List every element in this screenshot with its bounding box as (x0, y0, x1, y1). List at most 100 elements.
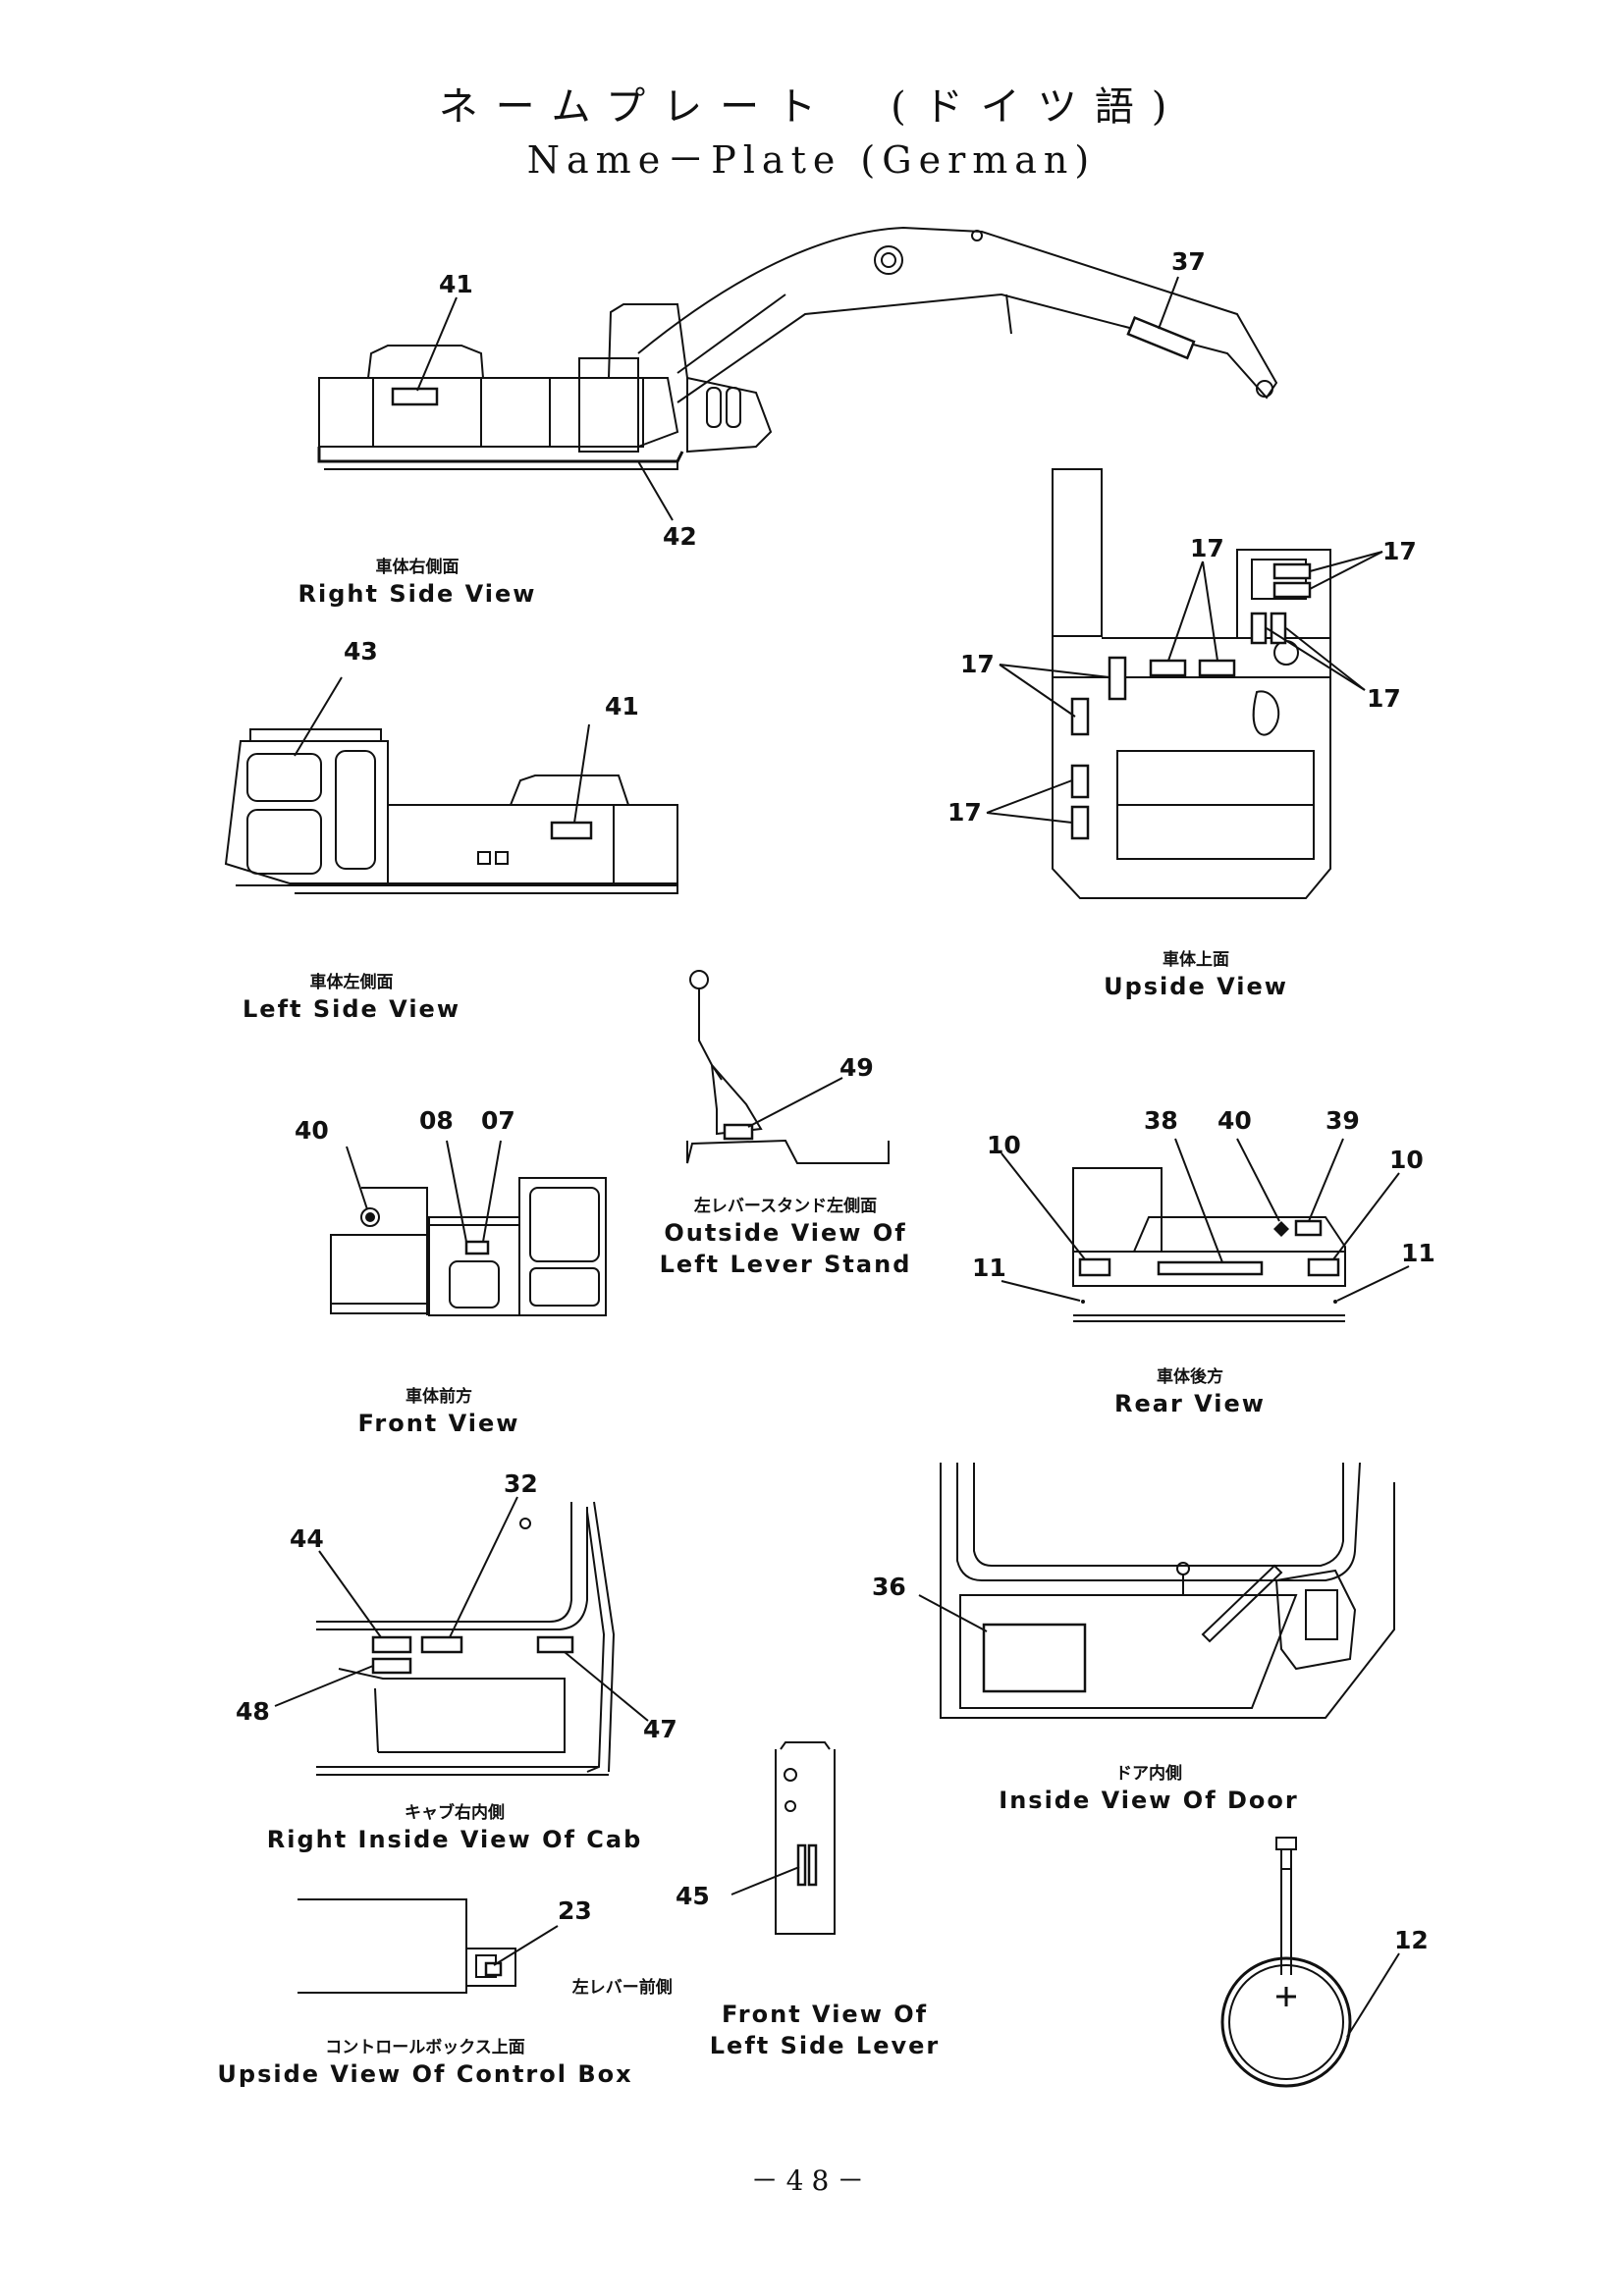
caption-left-lever-stand-en2: Left Lever Stand (659, 1251, 912, 1278)
callout-40-rear: 40 (1217, 1106, 1252, 1135)
callout-10-right: 10 (1389, 1146, 1424, 1174)
plate-17-h (1270, 612, 1287, 645)
callout-47: 47 (643, 1715, 677, 1743)
caption-upside-view: 車体上面 Upside View (1104, 949, 1288, 1002)
callout-41-right-side: 41 (439, 270, 473, 298)
caption-right-side-en: Right Side View (298, 580, 537, 608)
rear-view-drawing: 38 40 39 10 10 11 11 (972, 1106, 1435, 1322)
caption-cab-right-inside-en: Right Inside View Of Cab (266, 1826, 643, 1853)
plate-17-i (1070, 764, 1090, 799)
caption-left-side-en: Left Side View (243, 995, 460, 1023)
title-japanese: ネームプレート (ドイツ語) (438, 84, 1185, 130)
callout-38: 38 (1144, 1106, 1178, 1135)
front-view-drawing: 40 08 07 (295, 1106, 607, 1316)
plate-17-d (1198, 659, 1236, 677)
callout-08: 08 (419, 1106, 454, 1135)
plate-47 (536, 1635, 574, 1654)
left-side-lever-drawing: 45 (676, 1741, 836, 1935)
caption-door-inside-jp: ドア内側 (1115, 1764, 1182, 1784)
plate-45-b (807, 1843, 818, 1887)
cab-right-inside-drawing: 32 44 48 47 (236, 1469, 677, 1776)
upside-view-drawing: 17 17 17 17 17 (947, 468, 1417, 899)
callout-11-left: 11 (972, 1254, 1006, 1282)
caption-control-box-jp: コントロールボックス上面 (325, 2038, 525, 2057)
callout-17-lower-left: 17 (947, 798, 982, 827)
plate-17-b (1070, 697, 1090, 736)
callout-41-left-side: 41 (605, 692, 639, 721)
callout-45: 45 (676, 1882, 710, 1910)
control-box-drawing: 23 (298, 1896, 592, 1994)
caption-front-jp: 車体前方 (406, 1387, 472, 1407)
caption-left-lever-stand-en1: Outside View Of (664, 1219, 907, 1247)
caption-front-view: 車体前方 Front View (358, 1386, 520, 1439)
plate-38 (1157, 1260, 1264, 1276)
plate-37 (1126, 316, 1196, 360)
plate-41-right-side (391, 387, 439, 406)
left-lever-stand-drawing: 49 (686, 970, 890, 1164)
caption-control-box: コントロールボックス上面 Upside View Of Control Box (217, 2037, 632, 2090)
plate-49 (723, 1123, 754, 1141)
caption-cab-right-inside-jp: キャブ右内側 (404, 1803, 505, 1823)
callout-17-left: 17 (960, 650, 995, 678)
callout-23: 23 (558, 1896, 592, 1925)
caption-left-side-lever-en2: Left Side Lever (709, 2032, 941, 2059)
callout-36: 36 (872, 1573, 906, 1601)
door-inside-drawing: 36 (872, 1462, 1395, 1719)
left-side-view-drawing: 43 41 (224, 637, 678, 894)
plate-17-e (1272, 562, 1312, 580)
callout-32: 32 (504, 1469, 538, 1498)
plate-40-rear (1273, 1221, 1289, 1237)
plate-41-left-side (550, 821, 593, 840)
plate-08-07 (464, 1240, 490, 1255)
callout-07: 07 (481, 1106, 515, 1135)
callout-43: 43 (344, 637, 378, 666)
callout-10-left: 10 (987, 1131, 1021, 1159)
callout-39: 39 (1325, 1106, 1360, 1135)
plate-17-c (1149, 659, 1187, 677)
callout-49: 49 (839, 1053, 874, 1082)
caption-cab-right-inside: キャブ右内側 Right Inside View Of Cab (267, 1802, 643, 1855)
plate-32 (420, 1635, 463, 1654)
callout-44: 44 (290, 1524, 324, 1553)
plate-10-right (1307, 1257, 1340, 1277)
caption-front-en: Front View (357, 1410, 520, 1437)
plate-17-a (1108, 656, 1127, 701)
plate-17-j (1070, 805, 1090, 840)
caption-left-lever-stand-jp: 左レバースタンド左側面 (693, 1197, 878, 1216)
caption-door-inside: ドア内側 Inside View Of Door (999, 1763, 1298, 1816)
plate-39 (1294, 1219, 1323, 1237)
callout-37: 37 (1171, 247, 1206, 276)
plate-17-f (1272, 581, 1312, 599)
ring-drawing: 12 (1220, 1837, 1429, 2088)
plate-44 (371, 1635, 412, 1654)
plate-36 (982, 1623, 1087, 1693)
caption-left-side-jp: 車体左側面 (309, 973, 394, 992)
callout-11-right: 11 (1401, 1239, 1435, 1267)
callout-17-right-top: 17 (1382, 537, 1417, 565)
caption-left-lever-stand: 左レバースタンド左側面 Outside View Of Left Lever S… (660, 1196, 912, 1280)
caption-left-side-lever-jp: 左レバー前側 (571, 1978, 673, 1998)
caption-control-box-en: Upside View Of Control Box (217, 2060, 633, 2088)
caption-right-side-jp: 車体右側面 (375, 558, 460, 577)
callout-17-top: 17 (1190, 534, 1224, 562)
plate-45-a (796, 1843, 807, 1887)
callout-40-front: 40 (295, 1116, 329, 1145)
plate-17-g (1250, 612, 1268, 645)
caption-right-side-view: 車体右側面 Right Side View (298, 557, 537, 610)
caption-rear-jp: 車体後方 (1156, 1367, 1223, 1387)
right-side-view-drawing: 41 37 42 (317, 226, 1278, 551)
callout-17-right: 17 (1367, 684, 1401, 713)
callout-12: 12 (1394, 1926, 1429, 1954)
caption-upside-jp: 車体上面 (1162, 950, 1229, 970)
plate-10-left (1078, 1257, 1111, 1277)
title-english: Name－Plate (German) (526, 138, 1097, 182)
caption-upside-en: Upside View (1104, 973, 1288, 1000)
caption-left-side-view: 車体左側面 Left Side View (243, 972, 460, 1025)
callout-42: 42 (663, 522, 697, 551)
caption-door-inside-en: Inside View Of Door (999, 1787, 1299, 1814)
caption-left-side-lever: 左レバー前側 Front View Of Left Side Lever (572, 1977, 941, 2061)
caption-left-side-lever-en1: Front View Of (721, 2001, 929, 2028)
caption-rear-en: Rear View (1114, 1390, 1266, 1417)
